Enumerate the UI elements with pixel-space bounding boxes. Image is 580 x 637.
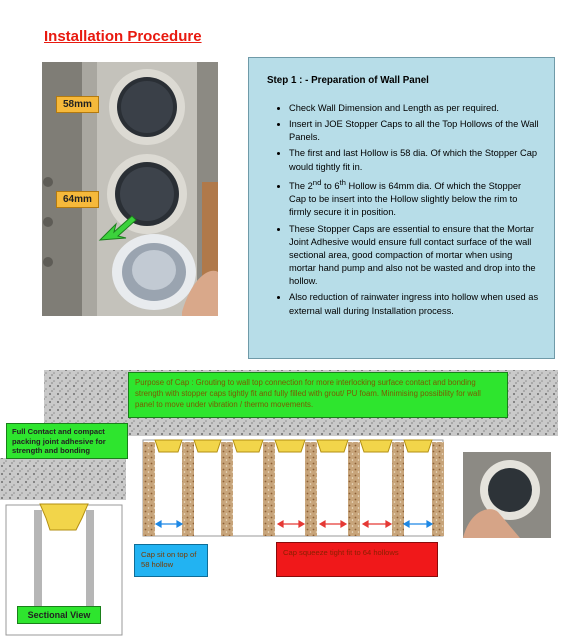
cap [359, 439, 393, 453]
panel-web [432, 442, 444, 536]
bullet3-mid: to 6 [321, 180, 340, 191]
tag-58mm: 58mm [56, 96, 99, 113]
step1-bullet: These Stopper Caps are essential to ensu… [289, 223, 540, 289]
cap-photo-hand [463, 509, 520, 538]
red-arrows [276, 519, 393, 529]
full-contact-callout: Full Contact and compact packing joint a… [6, 423, 128, 459]
bullet3-post: Hollow is 64mm dia. Of which the Stopper… [289, 180, 522, 218]
step1-bullet: Check Wall Dimension and Length as per r… [289, 102, 540, 115]
left-slab [0, 458, 126, 500]
cap [316, 439, 349, 453]
bullet3-pre: The 2 [289, 180, 313, 191]
panel-web [182, 442, 194, 536]
panel-web [143, 442, 155, 536]
page-title: Installation Procedure [44, 28, 202, 45]
panel-web [348, 442, 360, 536]
bullet3-sup-nd: nd [312, 177, 322, 187]
tag-64mm: 64mm [56, 191, 99, 208]
step1-bullet: Insert in JOE Stopper Caps to all the To… [289, 118, 540, 144]
cap58-callout: Cap sit on top of 58 hollow [134, 544, 208, 577]
step1-bullet: The 2nd to 6th Hollow is 64mm dia. Of wh… [289, 177, 540, 220]
bullet3-sup-th: th [339, 177, 346, 187]
step1-list: Check Wall Dimension and Length as per r… [267, 102, 540, 318]
purpose-callout: Purpose of Cap : Grouting to wall top co… [128, 372, 508, 418]
panel-web [263, 442, 275, 536]
cap [232, 439, 264, 453]
sectional-web-right [86, 510, 94, 606]
cap64-callout: Cap squeeze tight fit to 64 hollows [276, 542, 438, 577]
step1-bullet: Also reduction of rainwater ingress into… [289, 291, 540, 317]
sectional-cap [39, 503, 89, 531]
step1-box: Step 1 : - Preparation of Wall Panel Che… [248, 57, 555, 359]
step1-heading: Step 1 : - Preparation of Wall Panel [267, 75, 429, 86]
sectional-web-left [34, 510, 42, 606]
blue-arrows [154, 519, 434, 529]
panel-web [392, 442, 404, 536]
cap-photo-hollow [488, 468, 532, 512]
cap [403, 439, 433, 453]
cap [154, 439, 183, 453]
sectional-view-label: Sectional View [17, 606, 101, 624]
cap [193, 439, 222, 453]
panel-web [221, 442, 233, 536]
panel-photo: 58mm 64mm [42, 62, 218, 316]
step1-bullet: The first and last Hollow is 58 dia. Of … [289, 147, 540, 173]
panel-web [305, 442, 317, 536]
cap [274, 439, 306, 453]
